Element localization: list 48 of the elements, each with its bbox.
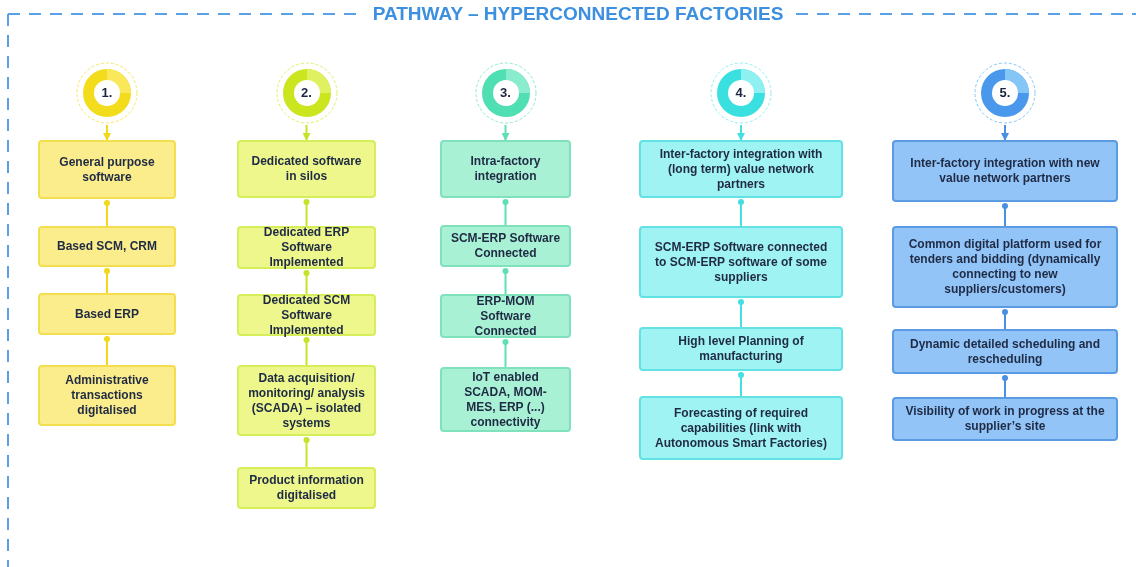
step-number-badge: 5. xyxy=(973,61,1037,125)
connector-line xyxy=(303,199,310,227)
connector-line xyxy=(1002,203,1008,227)
step-box: Forecasting of required capabilities (link with Autonomous Smart Factories) xyxy=(639,396,843,460)
connector-line xyxy=(104,200,110,227)
step-box: Product information digitalised xyxy=(237,467,376,509)
step-number-badge: 2. xyxy=(274,61,339,125)
step-box: Administrative transactions digitalised xyxy=(38,365,176,426)
connector-line xyxy=(104,268,110,294)
connector-line xyxy=(303,337,310,366)
step-box: High level Planning of manufacturing xyxy=(639,327,843,371)
step-box: SCM-ERP Software Connected xyxy=(440,225,571,267)
step-box: Inter-factory integration with new value network partners xyxy=(892,140,1118,202)
connector-line xyxy=(1001,124,1009,141)
connector-line xyxy=(1002,309,1008,330)
step-number-badge: 3. xyxy=(473,61,538,125)
step-box: Dedicated SCM Software Implemented xyxy=(237,294,376,336)
step-box: Based ERP xyxy=(38,293,176,335)
connector-line xyxy=(1002,375,1008,398)
connector-line xyxy=(502,339,509,368)
step-box: IoT enabled SCADA, MOM-MES, ERP (...) connectivity xyxy=(440,367,571,432)
step-box: Visibility of work in progress at the supplier’s site xyxy=(892,397,1118,441)
step-box: Dynamic detailed scheduling and rescheduling xyxy=(892,329,1118,374)
connector-line xyxy=(502,199,509,226)
connector-line xyxy=(738,299,744,328)
connector-line xyxy=(303,270,310,295)
connector-line xyxy=(302,124,311,141)
connector-line xyxy=(103,124,111,141)
step-box: Data acquisition/ monitoring/ analysis (SCADA) – isolated systems xyxy=(237,365,376,436)
connector-line xyxy=(738,372,744,397)
connector-line xyxy=(104,336,110,366)
connector-line xyxy=(501,124,510,141)
step-number-badge: 4. xyxy=(709,61,773,125)
step-box: General purpose software xyxy=(38,140,176,199)
connector-line xyxy=(738,199,744,227)
title: PATHWAY – HYPERCONNECTED FACTORIES xyxy=(371,2,785,26)
step-box: SCM-ERP Software connected to SCM-ERP software of some suppliers xyxy=(639,226,843,298)
step-box: ERP-MOM Software Connected xyxy=(440,294,571,338)
step-number-badge: 1. xyxy=(75,61,139,125)
step-box: Common digital platform used for tenders and bidding (dynamically connecting to new suppliers/customers) xyxy=(892,226,1118,308)
step-box: Inter-factory integration with (long term) value network partners xyxy=(639,140,843,198)
step-box: Dedicated ERP Software Implemented xyxy=(237,226,376,269)
step-box: Dedicated software in silos xyxy=(237,140,376,198)
connector-line xyxy=(502,268,509,295)
step-box: Based SCM, CRM xyxy=(38,226,176,267)
connector-line xyxy=(737,124,745,141)
connector-line xyxy=(303,437,310,468)
step-box: Intra-factory integration xyxy=(440,140,571,198)
